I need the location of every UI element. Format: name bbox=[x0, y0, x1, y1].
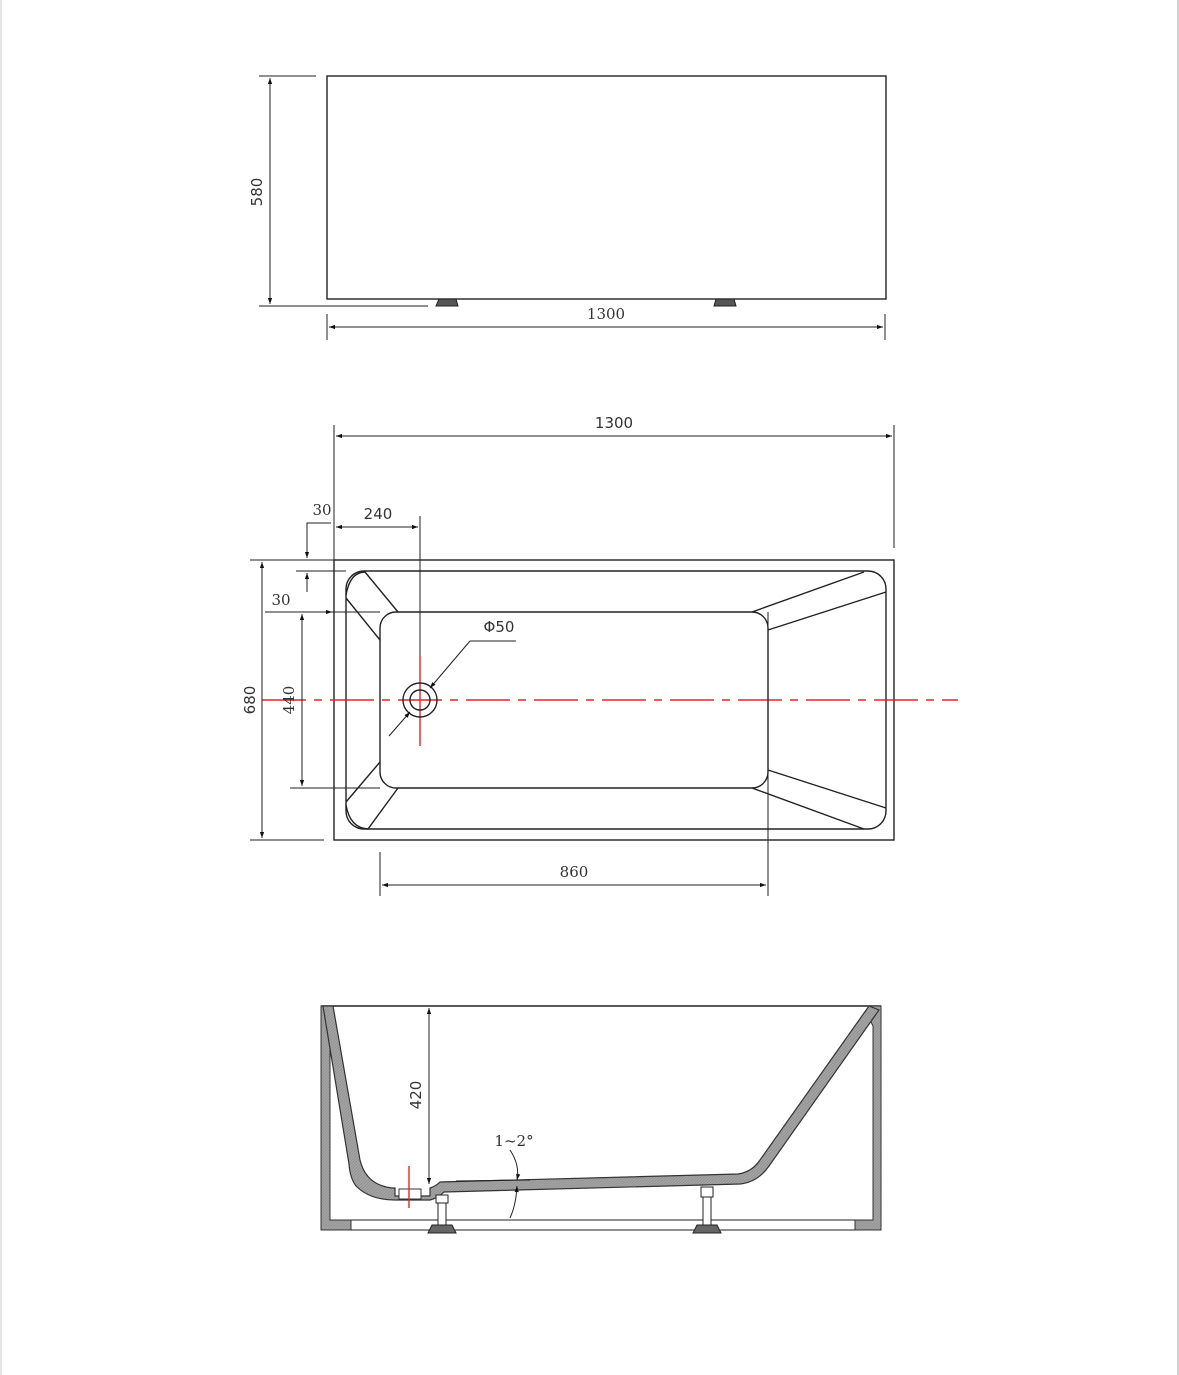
dim-label: 30 bbox=[312, 501, 331, 519]
dim-label: 1~2° bbox=[494, 1132, 533, 1150]
drain-icon bbox=[402, 682, 438, 718]
dimension-drain-offset-240: 240 bbox=[336, 505, 421, 656]
dimension-height-580: 580 bbox=[248, 75, 428, 307]
leveling-foot-right bbox=[692, 1186, 722, 1234]
dimension-inner-length-860: 860 bbox=[379, 612, 769, 896]
dimension-rim-side-30: 30 bbox=[265, 591, 380, 615]
section-view: 420 1~2° bbox=[320, 1005, 882, 1234]
dim-label: Φ50 bbox=[484, 618, 515, 636]
corner-slope-top-left bbox=[345, 571, 399, 641]
dim-label: 440 bbox=[280, 686, 298, 715]
dimension-overall-width-1300: 1300 bbox=[333, 414, 895, 840]
page-border-right bbox=[1177, 0, 1179, 1375]
dim-label: 420 bbox=[407, 1081, 425, 1110]
dimension-depth-680: 680 bbox=[241, 559, 334, 841]
backrest-slope-bottom-right bbox=[751, 769, 887, 830]
foot-right bbox=[713, 298, 737, 307]
dim-label: 1300 bbox=[595, 414, 633, 432]
drain-opening bbox=[398, 1188, 422, 1200]
dim-label: 240 bbox=[364, 505, 393, 523]
skirt-right bbox=[854, 1005, 882, 1231]
foot-left bbox=[435, 298, 459, 307]
page-border-left bbox=[0, 0, 2, 1375]
dim-label: 1300 bbox=[587, 305, 625, 323]
top-view: 1300 bbox=[241, 414, 958, 896]
front-view: 580 1300 bbox=[248, 75, 887, 340]
floor-reference-line bbox=[455, 1179, 531, 1182]
dimension-floor-slope: 1~2° bbox=[494, 1132, 534, 1219]
dimension-water-depth-420: 420 bbox=[407, 1008, 432, 1184]
backrest-slope-top-right bbox=[751, 571, 887, 631]
dim-label: 680 bbox=[241, 686, 259, 715]
dimension-inner-depth-440: 440 bbox=[280, 614, 380, 789]
dim-label: 580 bbox=[248, 178, 266, 207]
tub-front-outline bbox=[326, 75, 887, 300]
corner-slope-bottom-left bbox=[345, 761, 399, 830]
dim-label: 30 bbox=[271, 591, 290, 609]
tub-shell-section bbox=[322, 1005, 880, 1201]
leveling-foot-left bbox=[427, 1194, 457, 1234]
dimension-drain-diameter: Φ50 bbox=[388, 618, 516, 737]
dim-label: 860 bbox=[560, 863, 589, 881]
dimension-rim-top-30: 30 bbox=[296, 501, 346, 592]
dimension-width-1300: 1300 bbox=[326, 305, 886, 340]
